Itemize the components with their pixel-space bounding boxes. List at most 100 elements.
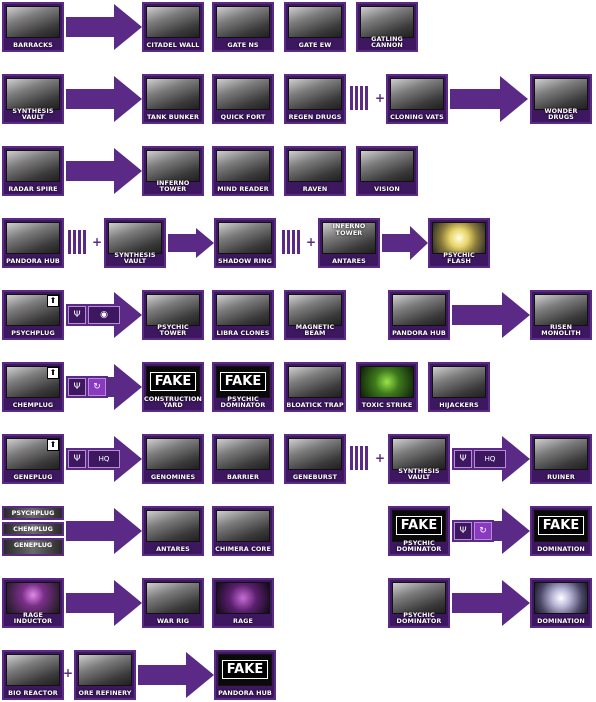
tile-radar-spire[interactable]: RADAR SPIRE [2, 146, 64, 196]
tile-image [216, 294, 270, 326]
tile-label: CLONING VATS [390, 113, 444, 122]
tile-image [534, 78, 588, 110]
tile-label: CHEMPLUG [12, 401, 54, 410]
tile-label: PSYCHIC DOMINATOR [396, 538, 442, 554]
tile-rage[interactable]: RAGE [212, 578, 274, 628]
plus-sign: + [374, 451, 386, 465]
tile-label: QUICK FORT [220, 113, 266, 122]
tile-psychic-dominator-2[interactable]: PSYCHIC DOMINATOR [388, 578, 450, 628]
tile-label: PANDORA HUB [6, 257, 60, 266]
tile-genomines[interactable]: GENOMINES [142, 434, 204, 484]
upgrade-arrow-icon: ⬆ [47, 295, 59, 307]
plug-stack[interactable]: PSYCHPLUG CHEMPLUG GENEPLUG [2, 506, 64, 556]
upgrade-label: HQ [88, 450, 120, 468]
tile-label: ANTARES [332, 257, 366, 266]
tile-toxic-strike[interactable]: TOXIC STRIKE [356, 362, 418, 412]
tile-label: PSYCHIC FLASH [443, 250, 475, 266]
tile-label: MIND READER [217, 185, 269, 194]
tile-label: TANK BUNKER [146, 113, 200, 122]
tile-wonder-drugs[interactable]: WONDER DRUGS [530, 74, 592, 124]
tile-image [146, 582, 200, 614]
arrow [452, 580, 530, 626]
tile-gatling-cannon[interactable]: GATLING CANNON [356, 2, 418, 52]
tile-image [360, 366, 414, 398]
arrow [66, 148, 142, 194]
tile-vision[interactable]: VISION [356, 146, 418, 196]
tile-label: PANDORA HUB [392, 329, 446, 338]
tile-inferno-antares[interactable]: INFERNO TOWER ANTARES [318, 218, 380, 268]
tile-label: GENEBURST [292, 473, 338, 482]
tile-label: PSYCHIC TOWER [157, 322, 189, 338]
tile-pandora-hub-2[interactable]: PANDORA HUB [388, 290, 450, 340]
arrow [382, 226, 428, 260]
tile-magnetic-beam[interactable]: MAGNETIC BEAM [284, 290, 346, 340]
tile-quick-fort[interactable]: QUICK FORT [212, 74, 274, 124]
tile-mind-reader[interactable]: MIND READER [212, 146, 274, 196]
arrow [450, 76, 528, 122]
tile-antares[interactable]: ANTARES [142, 506, 204, 556]
tile-image [218, 222, 272, 254]
upgrade-icons: Ψ↻ [66, 376, 108, 398]
tile-chimera-core[interactable]: CHIMERA CORE [212, 506, 274, 556]
tile-libra-clones[interactable]: LIBRA CLONES [212, 290, 274, 340]
tile-synthesis-vault[interactable]: SYNTHESIS VAULT [2, 74, 64, 124]
tile-geneburst[interactable]: GENEBURST [284, 434, 346, 484]
tile-image [216, 6, 270, 38]
tile-regen-drugs[interactable]: REGEN DRUGS [284, 74, 346, 124]
tile-image [288, 150, 342, 182]
tile-ore-refinery[interactable]: ORE REFINERY [74, 650, 136, 700]
tile-label: SHADOW RING [218, 257, 272, 266]
tile-risen-monolith[interactable]: RISEN MONOLITH [530, 290, 592, 340]
tile-domination[interactable]: DOMINATION [530, 578, 592, 628]
tile-label: WAR RIG [156, 617, 190, 626]
tile-label: GATE EW [298, 41, 332, 50]
tile-geneplug[interactable]: ⬆GENEPLUG [2, 434, 64, 484]
tile-shadow-ring[interactable]: SHADOW RING [214, 218, 276, 268]
tile-label: ANTARES [156, 545, 190, 554]
tile-image [216, 150, 270, 182]
tile-pandora-hub[interactable]: PANDORA HUB [2, 218, 64, 268]
tile-stack-inferno-antares[interactable]: INFERNO TOWER ANTARES [318, 218, 380, 268]
tile-psychplug[interactable]: ⬆PSYCHPLUG [2, 290, 64, 340]
fake-badge: FAKE [222, 660, 268, 679]
tile-raven[interactable]: RAVEN [284, 146, 346, 196]
tile-cloning-vats[interactable]: CLONING VATS [386, 74, 448, 124]
tile-inferno-tower[interactable]: INFERNO TOWER [142, 146, 204, 196]
tile-barracks[interactable]: BARRACKS [2, 2, 64, 52]
tile-label: MAGNETIC BEAM [295, 322, 335, 338]
tile-citadel-wall[interactable]: CITADEL WALL [142, 2, 204, 52]
tile-image [6, 654, 60, 686]
tile-chemplug[interactable]: ⬆ CHEMPLUG [2, 362, 64, 412]
faction-icon: Ψ [68, 378, 86, 396]
tile-rage-inductor[interactable]: RAGE INDUCTOR [2, 578, 64, 628]
tile-synthesis-vault-3[interactable]: SYNTHESIS VAULT [388, 434, 450, 484]
fake-badge: FAKE [538, 516, 584, 535]
tile-ruiner[interactable]: RUINER [530, 434, 592, 484]
tile-hijackers[interactable]: HIJACKERS [428, 362, 490, 412]
tile-tank-bunker[interactable]: TANK BUNKER [142, 74, 204, 124]
tile-image [146, 78, 200, 110]
tile-gate-ew[interactable]: GATE EW [284, 2, 346, 52]
tile-bio-reactor[interactable]: BIO REACTOR [2, 650, 64, 700]
tile-barrier[interactable]: BARRIER [212, 434, 274, 484]
tile-synthesis-vault-2[interactable]: SYNTHESIS VAULT [104, 218, 166, 268]
tile-image [216, 438, 270, 470]
tile-image [392, 294, 446, 326]
tile-label: VISION [374, 185, 400, 194]
tile-image [392, 582, 446, 614]
tile-image [216, 78, 270, 110]
tile-psychic-flash[interactable]: PSYCHIC FLASH [428, 218, 490, 268]
tile-label: GENEPLUG [13, 473, 53, 482]
stack-geneplug: GENEPLUG [2, 538, 64, 556]
tile-gate-ns[interactable]: GATE NS [212, 2, 274, 52]
tile-bloatick-trap[interactable]: BLOATICK TRAP [284, 362, 346, 412]
upgrade-arrow-icon: ⬆ [47, 367, 59, 379]
tile-psychic-tower[interactable]: PSYCHIC TOWER [142, 290, 204, 340]
tile-label: RAGE [233, 617, 253, 626]
tile-war-rig[interactable]: WAR RIG [142, 578, 204, 628]
